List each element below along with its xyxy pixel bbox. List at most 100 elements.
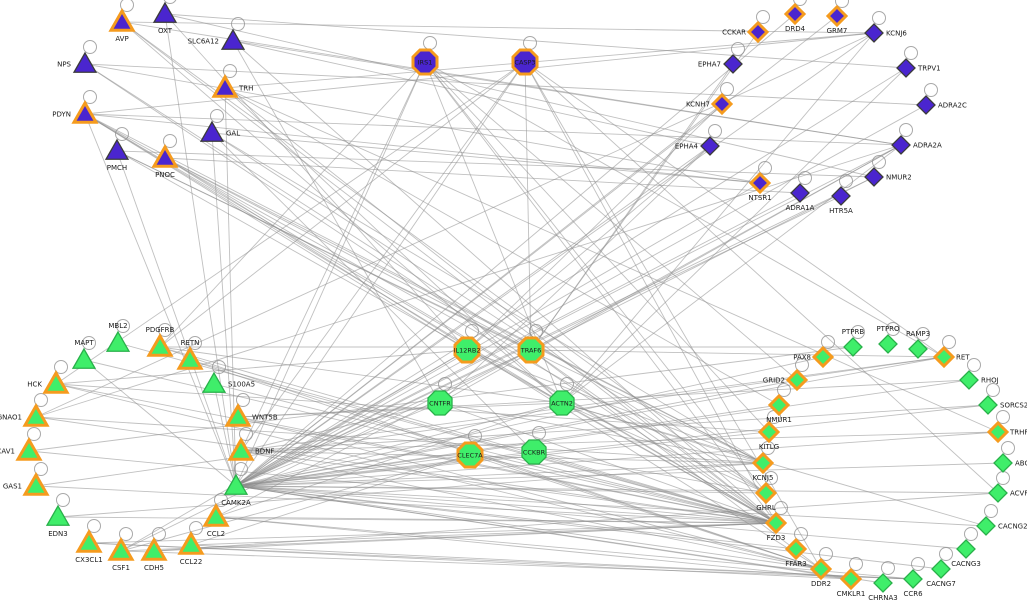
node-ADRA2C[interactable]: [916, 95, 936, 115]
node-EDN3[interactable]: [45, 504, 71, 526]
node-NPS[interactable]: [72, 51, 98, 73]
edge-GAL-CCKBR: [211, 132, 535, 453]
self-loop-KCNH7: [720, 82, 734, 96]
node-OXT[interactable]: [152, 1, 178, 23]
node-GAL[interactable]: [199, 120, 225, 142]
node-GNAO1[interactable]: [22, 402, 50, 427]
self-loop-CMKLR1: [849, 557, 863, 571]
node-RHOJ[interactable]: [959, 370, 979, 390]
node-RAMP3[interactable]: [908, 339, 928, 359]
node-SLC6A12[interactable]: [220, 28, 246, 50]
node-EPHA4[interactable]: [700, 136, 720, 156]
edge-BDNF-RET: [240, 356, 945, 452]
node-TRHR[interactable]: [986, 420, 1010, 444]
node-label-OXT: OXT: [158, 27, 173, 35]
node-PDYN[interactable]: [71, 99, 99, 124]
node-CACNG7[interactable]: [931, 559, 951, 579]
node-TRPV1[interactable]: [896, 58, 916, 78]
edge-ACTN2-CACNG2: [561, 402, 987, 527]
node-BDNF[interactable]: [227, 436, 255, 461]
node-ABCG2[interactable]: [993, 453, 1013, 473]
node-PDGFRB[interactable]: [146, 332, 174, 357]
node-PMCH[interactable]: [104, 138, 130, 160]
node-HCK[interactable]: [42, 369, 70, 394]
edge-GNAO1-KCNJ5: [35, 416, 764, 464]
node-CCKBR[interactable]: [521, 439, 547, 465]
node-TRH[interactable]: [211, 73, 239, 98]
node-GRID2[interactable]: [785, 368, 809, 392]
node-AVP[interactable]: [108, 7, 136, 32]
node-MAPT[interactable]: [71, 347, 97, 369]
node-GHRL[interactable]: [754, 481, 778, 505]
node-CDH5[interactable]: [140, 536, 168, 561]
node-label-KCNH7: KCNH7: [686, 101, 710, 109]
node-KCNJ5[interactable]: [751, 451, 775, 475]
node-FZD3[interactable]: [764, 511, 788, 535]
node-CACNG3[interactable]: [956, 539, 976, 559]
node-RETN[interactable]: [176, 345, 204, 370]
node-KCNJ6[interactable]: [864, 23, 884, 43]
node-CX3CL1[interactable]: [75, 528, 103, 553]
node-PTPRB[interactable]: [843, 337, 863, 357]
edge-WNT5B-RHOJ: [237, 379, 970, 418]
node-NMUR2[interactable]: [864, 167, 884, 187]
edge-CAMK2A-EPHA4: [235, 145, 711, 487]
node-NTSR1[interactable]: [748, 171, 772, 195]
node-DDR2[interactable]: [809, 557, 833, 581]
node-label-KCNJ5: KCNJ5: [753, 474, 774, 482]
node-label-SLC6A12: SLC6A12: [188, 38, 219, 46]
node-KCNH7[interactable]: [710, 92, 734, 116]
edge-IL12RB2-KCNH7: [466, 103, 723, 351]
node-CHRNA3[interactable]: [873, 573, 893, 593]
node-PAX8[interactable]: [811, 345, 835, 369]
node-S100A5[interactable]: [201, 371, 227, 393]
node-GRM7[interactable]: [825, 4, 849, 28]
node-CCL2[interactable]: [202, 502, 230, 527]
node-EPHA7[interactable]: [723, 54, 743, 74]
node-CMKLR1[interactable]: [839, 567, 863, 591]
node-CAV1[interactable]: [15, 436, 43, 461]
edge-CAMK2A-GRM7: [235, 15, 838, 487]
node-CCR6[interactable]: [903, 569, 923, 589]
node-PTPRO[interactable]: [878, 334, 898, 354]
edge-PDYN-NTSR1: [84, 113, 761, 184]
edge-CAMK2A-KCNJ5: [235, 462, 764, 487]
node-NMUR1[interactable]: [767, 393, 791, 417]
node-CACNG2[interactable]: [976, 516, 996, 536]
node-GAS1[interactable]: [22, 471, 50, 496]
node-ACTN2[interactable]: [549, 390, 575, 416]
node-PNOC[interactable]: [151, 143, 179, 168]
edge-BDNF-KCNJ5: [240, 450, 764, 464]
node-CASP3[interactable]: [511, 48, 539, 76]
node-CAMK2A[interactable]: [223, 473, 249, 495]
node-CCKAR[interactable]: [746, 20, 770, 44]
node-CCL22[interactable]: [177, 530, 205, 555]
node-CSF1[interactable]: [107, 536, 135, 561]
node-KITLG[interactable]: [757, 420, 781, 444]
node-DRD4[interactable]: [783, 2, 807, 26]
edge-GAS1-FZD3: [35, 485, 777, 524]
node-CNTFR[interactable]: [427, 390, 453, 416]
node-RET[interactable]: [932, 345, 956, 369]
node-HTR5A[interactable]: [831, 186, 851, 206]
node-MBL2[interactable]: [105, 330, 131, 352]
self-loop-GHRL: [764, 471, 778, 485]
node-label-BDNF: BDNF: [255, 448, 274, 456]
self-loop-CX3CL1: [87, 519, 101, 533]
node-IRS1[interactable]: [411, 48, 439, 76]
node-TRAF6[interactable]: [517, 336, 545, 364]
node-ACVRL1[interactable]: [988, 483, 1008, 503]
self-loop-KCNJ6: [872, 11, 886, 25]
edge-IRS1-RET: [424, 61, 945, 358]
node-ADRA1A[interactable]: [790, 183, 810, 203]
node-ADRA2A[interactable]: [891, 135, 911, 155]
node-WNT5B[interactable]: [224, 402, 252, 427]
edge-HCK-KITLG: [55, 383, 770, 433]
node-FFAR3[interactable]: [784, 537, 808, 561]
node-SORCS2[interactable]: [978, 395, 998, 415]
node-CLEC7A[interactable]: [456, 441, 484, 469]
self-loop-CACNG3: [964, 527, 978, 541]
node-IL12RB2[interactable]: [453, 336, 481, 364]
edge-OXT-IL12RB2: [164, 13, 468, 351]
node-label-NMUR2: NMUR2: [886, 174, 912, 182]
